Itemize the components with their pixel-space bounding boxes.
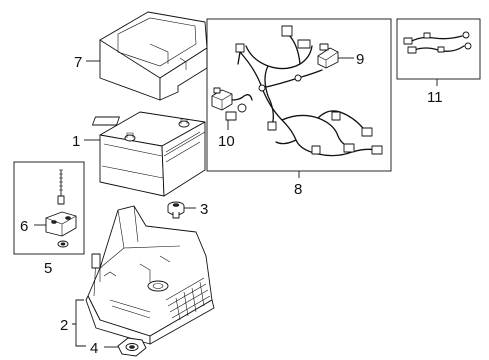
callout-11: 11 bbox=[427, 89, 443, 106]
sensor-icon bbox=[211, 87, 253, 121]
bolt-icon bbox=[167, 201, 185, 219]
terminal-icon bbox=[317, 43, 339, 69]
callout-5: 5 bbox=[44, 260, 52, 277]
cable-icon bbox=[403, 31, 472, 54]
callout-9: 9 bbox=[356, 51, 364, 68]
callout-4: 4 bbox=[90, 340, 98, 357]
clamp-icon bbox=[45, 211, 77, 248]
battery-tray-icon bbox=[85, 205, 215, 345]
battery-icon bbox=[92, 111, 206, 197]
grommet-icon bbox=[117, 337, 147, 357]
cable-box bbox=[396, 18, 481, 80]
callout-2: 2 bbox=[60, 317, 68, 334]
callout-3: 3 bbox=[200, 201, 208, 218]
battery-cover-icon bbox=[99, 11, 208, 101]
callout-1: 1 bbox=[72, 133, 80, 150]
callout-leader-2 bbox=[72, 299, 86, 347]
hold-down-kit-icon bbox=[57, 169, 65, 205]
callout-10: 10 bbox=[218, 133, 235, 150]
callout-8: 8 bbox=[294, 181, 302, 198]
hold-down-kit-box bbox=[13, 161, 85, 255]
wiring-harness-icon bbox=[235, 25, 383, 157]
callout-6: 6 bbox=[20, 218, 28, 235]
callout-7: 7 bbox=[74, 54, 82, 71]
